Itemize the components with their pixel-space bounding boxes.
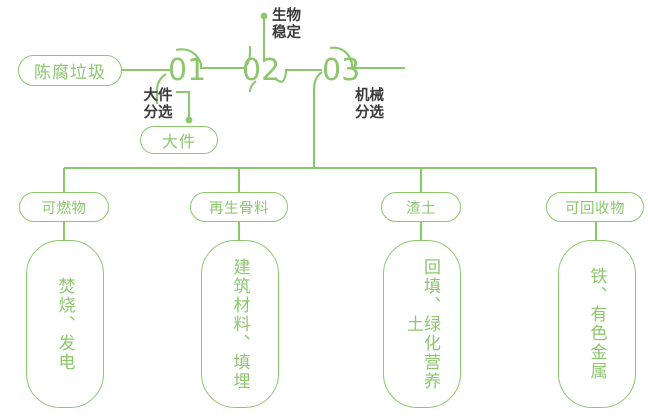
stage-number-01[interactable]: 01 <box>168 53 207 88</box>
node-category-recyclable[interactable]: 可回收物 <box>546 192 644 222</box>
node-outcome-slag-soil[interactable]: 回填、绿化营养土 <box>383 240 461 408</box>
annotation-mechanical-sorting: 机械 分选 <box>355 88 399 122</box>
node-outcome-recyclable[interactable]: 铁、有色金属 <box>558 240 636 408</box>
node-root-label: 陈腐垃圾 <box>34 63 106 82</box>
node-category-slag-soil-label: 渣土 <box>406 200 436 217</box>
node-output-bulky[interactable]: 大件 <box>140 126 218 154</box>
node-root-aged-refuse[interactable]: 陈腐垃圾 <box>18 55 122 86</box>
node-output-bulky-label: 大件 <box>161 134 196 151</box>
node-category-combustible-label: 可燃物 <box>41 200 87 217</box>
node-outcome-recycled-aggregate[interactable]: 建筑材料、填埋 <box>201 240 279 408</box>
node-outcome-slag-soil-label: 回填、绿化营养土 <box>404 257 440 391</box>
annotation-bio-stabilization: 生物 稳定 <box>272 8 312 42</box>
annotation-mechanical-sorting-line1: 机械 <box>355 88 384 104</box>
node-category-recyclable-label: 可回收物 <box>565 200 625 217</box>
annotation-bulky-sorting-line2: 分选 <box>143 105 173 122</box>
annotation-mechanical-sorting-line2: 分选 <box>355 105 384 122</box>
arc-stage03-top <box>329 46 405 70</box>
bio-stability-dot <box>260 12 268 20</box>
arc-stage02-bottom-left <box>248 80 257 93</box>
link-stage03-to-trunk <box>312 71 323 168</box>
stage-number-03[interactable]: 03 <box>322 53 361 88</box>
node-outcome-recycled-aggregate-label: 建筑材料、填埋 <box>230 257 250 391</box>
node-outcome-combustible-label: 焚烧、发电 <box>55 276 75 372</box>
arc-stage02-bottom-right <box>273 68 322 83</box>
node-category-recycled-aggregate-label: 再生骨料 <box>209 200 269 217</box>
arc-stage02-top-left <box>240 46 252 70</box>
node-category-recycled-aggregate[interactable]: 再生骨料 <box>190 192 288 222</box>
arc-stage01-top <box>175 48 240 70</box>
node-outcome-recyclable-label: 铁、有色金属 <box>587 267 607 381</box>
annotation-bio-stabilization-line2: 稳定 <box>272 25 301 42</box>
link-stage01-to-bulky <box>176 90 191 120</box>
bulky-sort-dot <box>185 116 193 124</box>
node-category-slag-soil[interactable]: 渣土 <box>381 192 461 222</box>
stage-number-02[interactable]: 02 <box>242 53 281 88</box>
annotation-bulky-sorting: 大件 分选 <box>133 88 183 122</box>
arc-stage01-bottom-left <box>155 73 167 96</box>
annotation-bio-stabilization-line1: 生物 <box>272 8 301 24</box>
node-outcome-combustible[interactable]: 焚烧、发电 <box>26 240 104 408</box>
node-category-combustible[interactable]: 可燃物 <box>19 192 109 222</box>
annotation-bulky-sorting-line1: 大件 <box>143 88 173 104</box>
